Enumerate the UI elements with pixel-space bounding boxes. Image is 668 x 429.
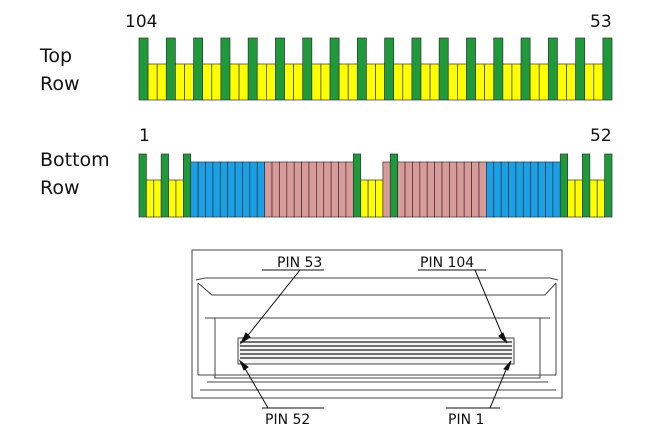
connector-contact-lines — [240, 341, 512, 359]
ground-pin — [604, 153, 613, 218]
pin104-leader — [474, 269, 505, 340]
top-row-label-line2: Row — [40, 73, 80, 95]
pin53-leader — [244, 269, 301, 340]
bottom-row-pins — [138, 153, 613, 218]
pin1-arrow — [503, 360, 512, 371]
pin-assignment-diagram — [138, 37, 613, 218]
top-row-pins — [138, 37, 613, 101]
pin1-callout: PIN 1 — [448, 412, 484, 428]
pin53-callout: PIN 53 — [277, 255, 322, 271]
pin52-leader — [242, 364, 269, 409]
top-row-end-pin: 53 — [590, 12, 612, 32]
top-row-label: Top Row — [40, 42, 80, 98]
connector-shroud-inner — [197, 282, 557, 296]
bottom-row-label-line1: Bottom — [40, 149, 110, 171]
pin53-arrow — [239, 332, 251, 345]
pin1-leader — [489, 364, 509, 409]
top-row-label-line1: Top — [40, 45, 73, 67]
bottom-row-start-pin: 1 — [139, 126, 150, 146]
top-row-start-pin: 104 — [125, 12, 158, 32]
connector-outer-frame — [191, 249, 563, 399]
pin104-callout: PIN 104 — [420, 255, 474, 271]
bottom-row-label: Bottom Row — [40, 146, 110, 202]
ground-pin — [602, 37, 613, 101]
pin52-callout: PIN 52 — [265, 412, 310, 428]
bottom-row-end-pin: 52 — [590, 126, 612, 146]
pin104-arrow — [498, 332, 508, 344]
pin52-arrow — [238, 359, 249, 371]
connector-shroud — [195, 277, 559, 281]
bottom-row-label-line2: Row — [40, 177, 80, 199]
